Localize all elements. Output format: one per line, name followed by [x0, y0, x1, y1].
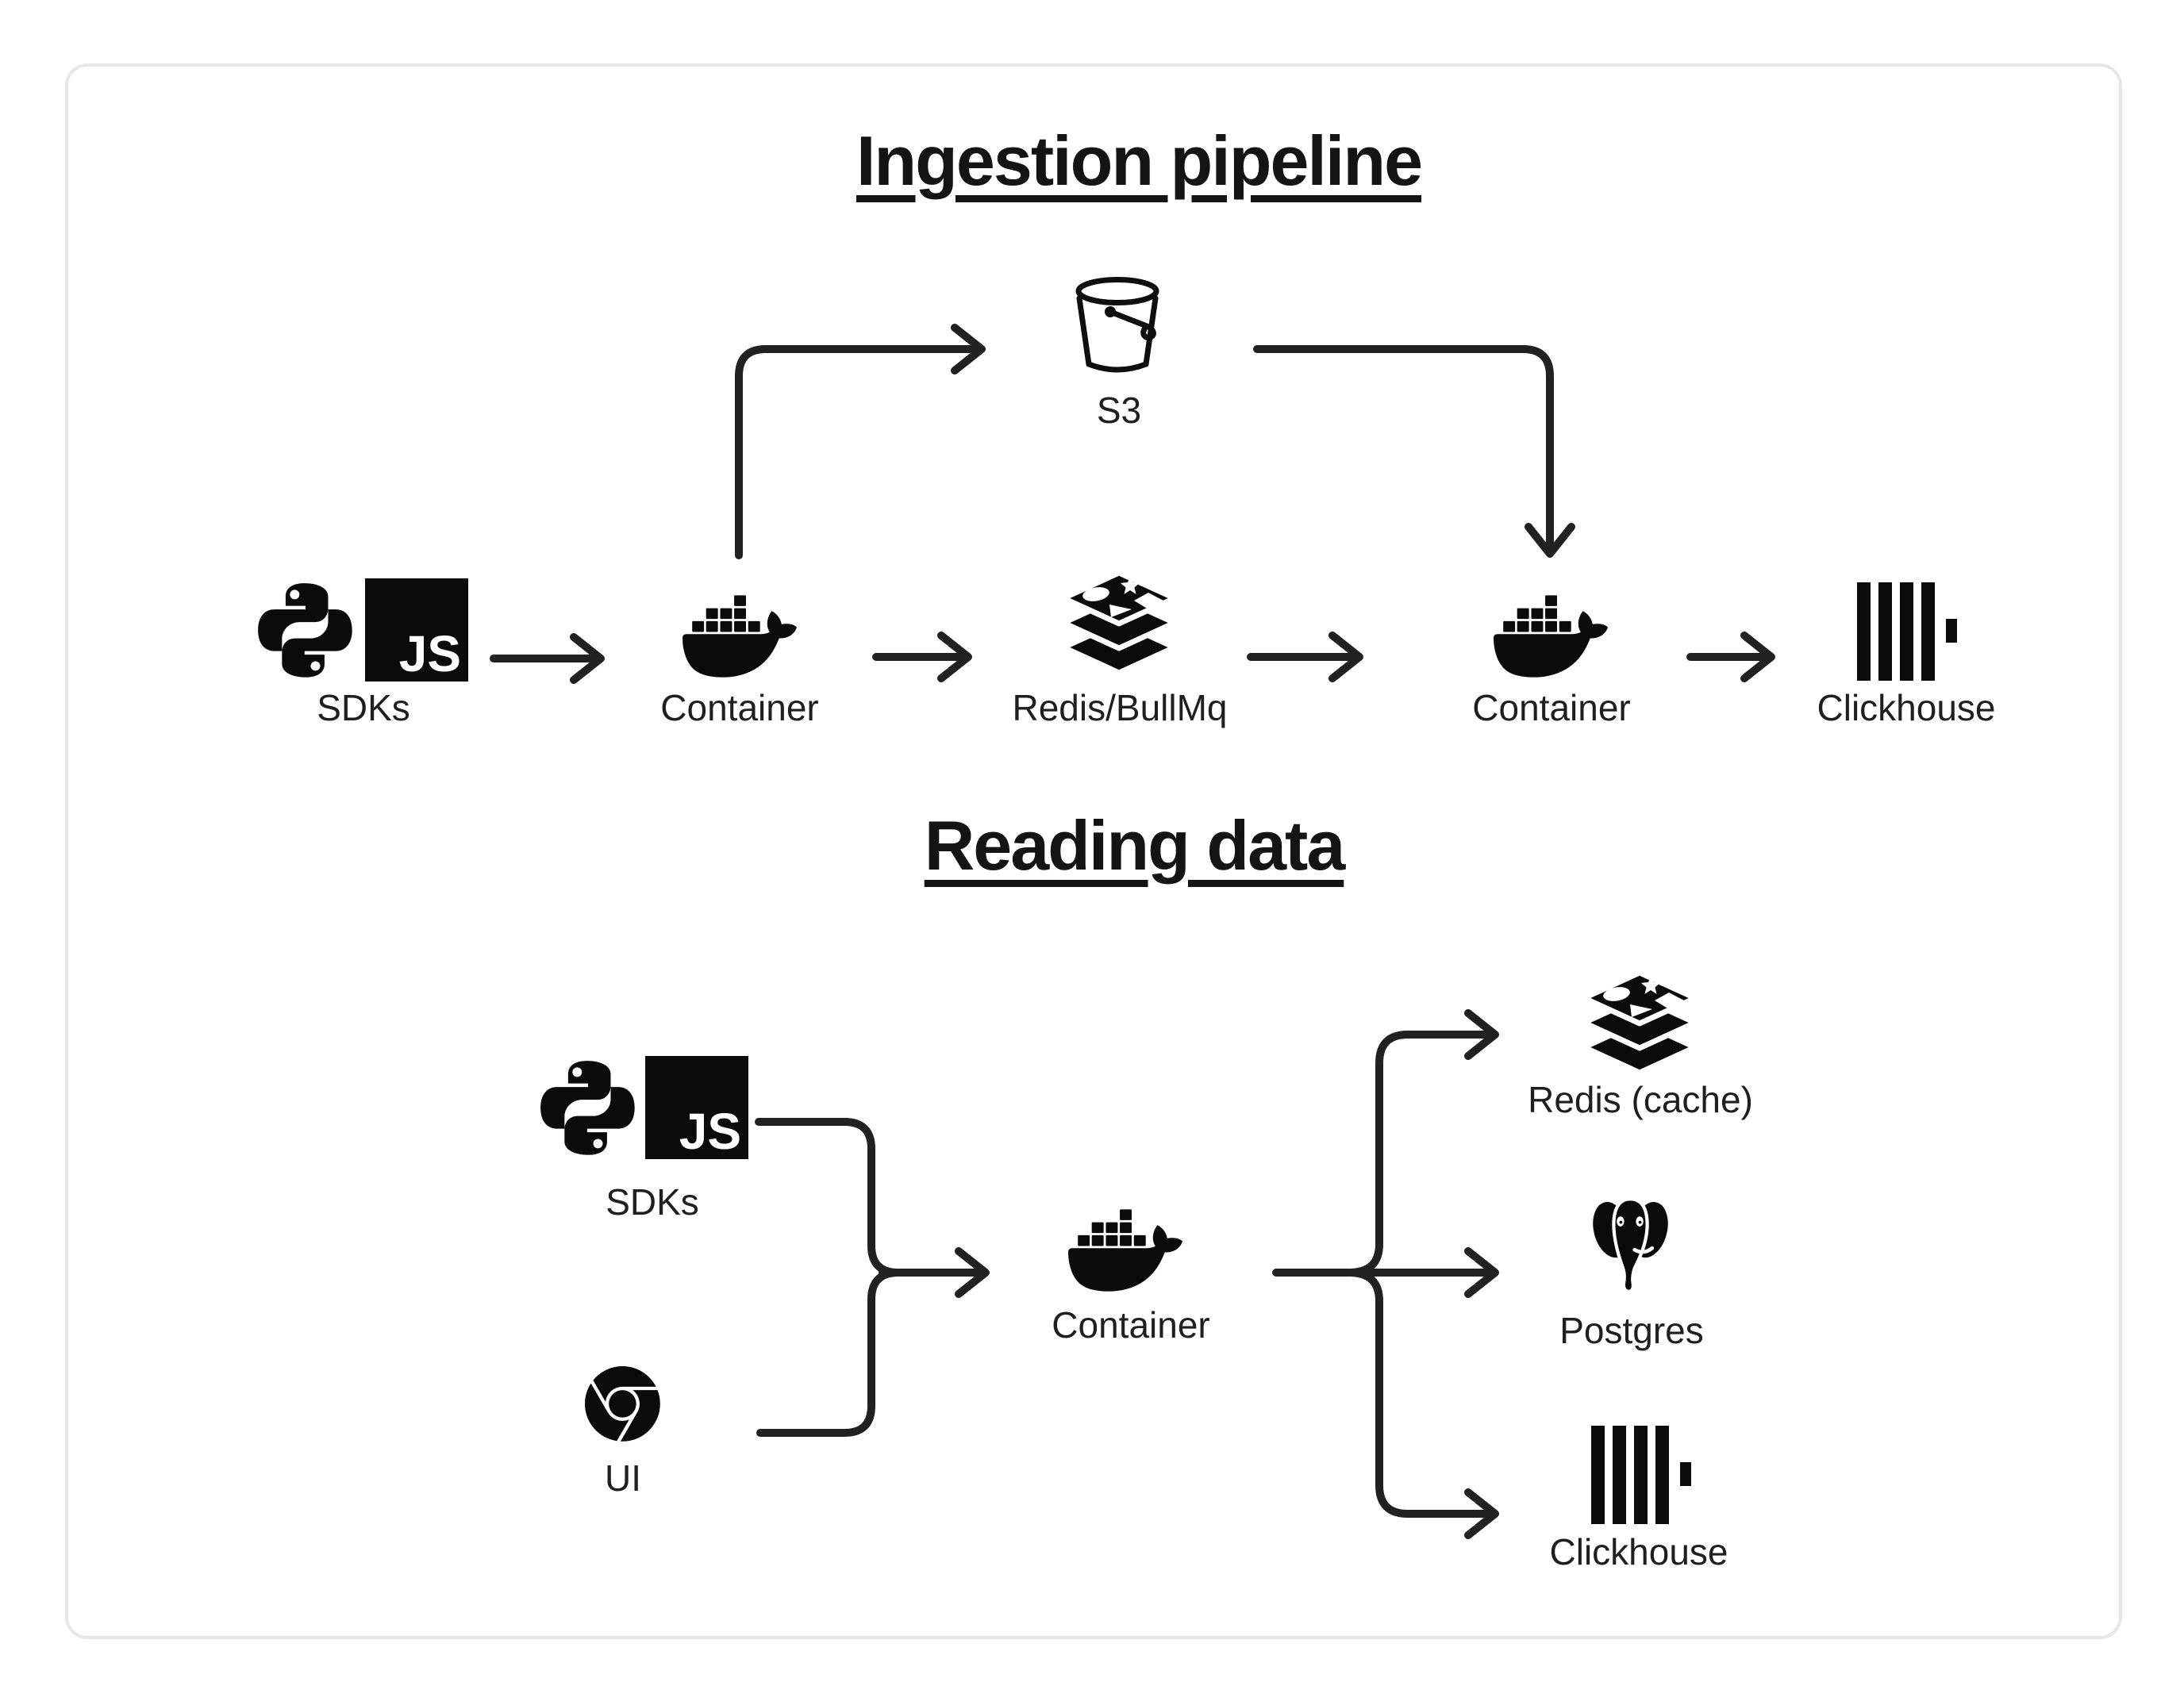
- docker-icon: [682, 595, 797, 678]
- section-title-ingestion: Ingestion pipeline: [856, 121, 1423, 200]
- edge-container-clickhouse2: [1345, 1269, 1499, 1539]
- js-badge: [645, 1056, 748, 1159]
- label-container-2: Container: [1472, 687, 1631, 728]
- label-clickhouse-2: Clickhouse: [1549, 1531, 1728, 1572]
- js-badge: [365, 578, 468, 682]
- python-eye: [290, 589, 300, 600]
- label-s3: S3: [1096, 390, 1142, 431]
- edge-sdks2-merge: [755, 1118, 902, 1277]
- edge-redis-container: [1247, 632, 1363, 682]
- label-container-1: Container: [660, 687, 819, 728]
- label-container-3: Container: [1052, 1304, 1210, 1346]
- label-sdks-2: SDKs: [606, 1181, 699, 1223]
- redis-diamond: [1134, 593, 1163, 609]
- elephant-tusk: [1632, 1246, 1655, 1254]
- clickhouse-icon: [1591, 1426, 1691, 1524]
- redis-triangle: [1109, 605, 1132, 617]
- edge-merge-container: [879, 1247, 990, 1298]
- bucket-handle: [1107, 309, 1156, 341]
- label-postgres: Postgres: [1559, 1310, 1704, 1351]
- edge-container-s3: [735, 324, 986, 559]
- edge-sdks-container: [490, 633, 605, 684]
- chrome-icon: [584, 1366, 660, 1442]
- js-badge-label: JS: [679, 1103, 741, 1160]
- redis-ellipse: [1082, 587, 1109, 601]
- redis-diamond: [1655, 993, 1684, 1009]
- redis-icon: [1581, 970, 1698, 1076]
- label-ui: UI: [605, 1457, 641, 1499]
- postgresql-icon: [1590, 1197, 1671, 1293]
- edge-container-redis-cache: [1345, 1009, 1499, 1277]
- python-icon: [540, 1061, 635, 1155]
- label-clickhouse-1: Clickhouse: [1817, 687, 1996, 728]
- redis-star: [1121, 576, 1140, 594]
- redis-triangle: [1630, 1004, 1652, 1017]
- redis-star: [1641, 976, 1660, 994]
- docker-icon: [1493, 595, 1608, 678]
- clickhouse-icon: [1857, 582, 1957, 681]
- label-sdks: SDKs: [317, 687, 410, 728]
- edge-s3-container: [1253, 345, 1575, 558]
- edge-ui-merge: [756, 1269, 902, 1437]
- bucket-icon: [1075, 277, 1159, 373]
- redis-icon: [1060, 570, 1178, 676]
- diagram-card: [65, 63, 2122, 1639]
- python-icon: [258, 583, 352, 678]
- python-eye: [310, 661, 321, 671]
- docker-icon: [1067, 1209, 1182, 1292]
- javascript-icon: JS: [365, 578, 468, 682]
- python-eye: [593, 1138, 603, 1149]
- edge-container-postgres: [1272, 1247, 1499, 1298]
- label-redis-cache: Redis (cache): [1528, 1079, 1753, 1120]
- edge-container-clickhouse: [1686, 632, 1775, 682]
- section-title-reading: Reading data: [924, 806, 1346, 885]
- python-eye: [572, 1067, 583, 1077]
- js-badge-label: JS: [399, 625, 461, 682]
- label-redis-bullmq: Redis/BullMq: [1012, 687, 1228, 728]
- redis-ellipse: [1603, 987, 1630, 1001]
- edge-container-redis: [872, 632, 972, 682]
- javascript-icon: JS: [645, 1056, 748, 1160]
